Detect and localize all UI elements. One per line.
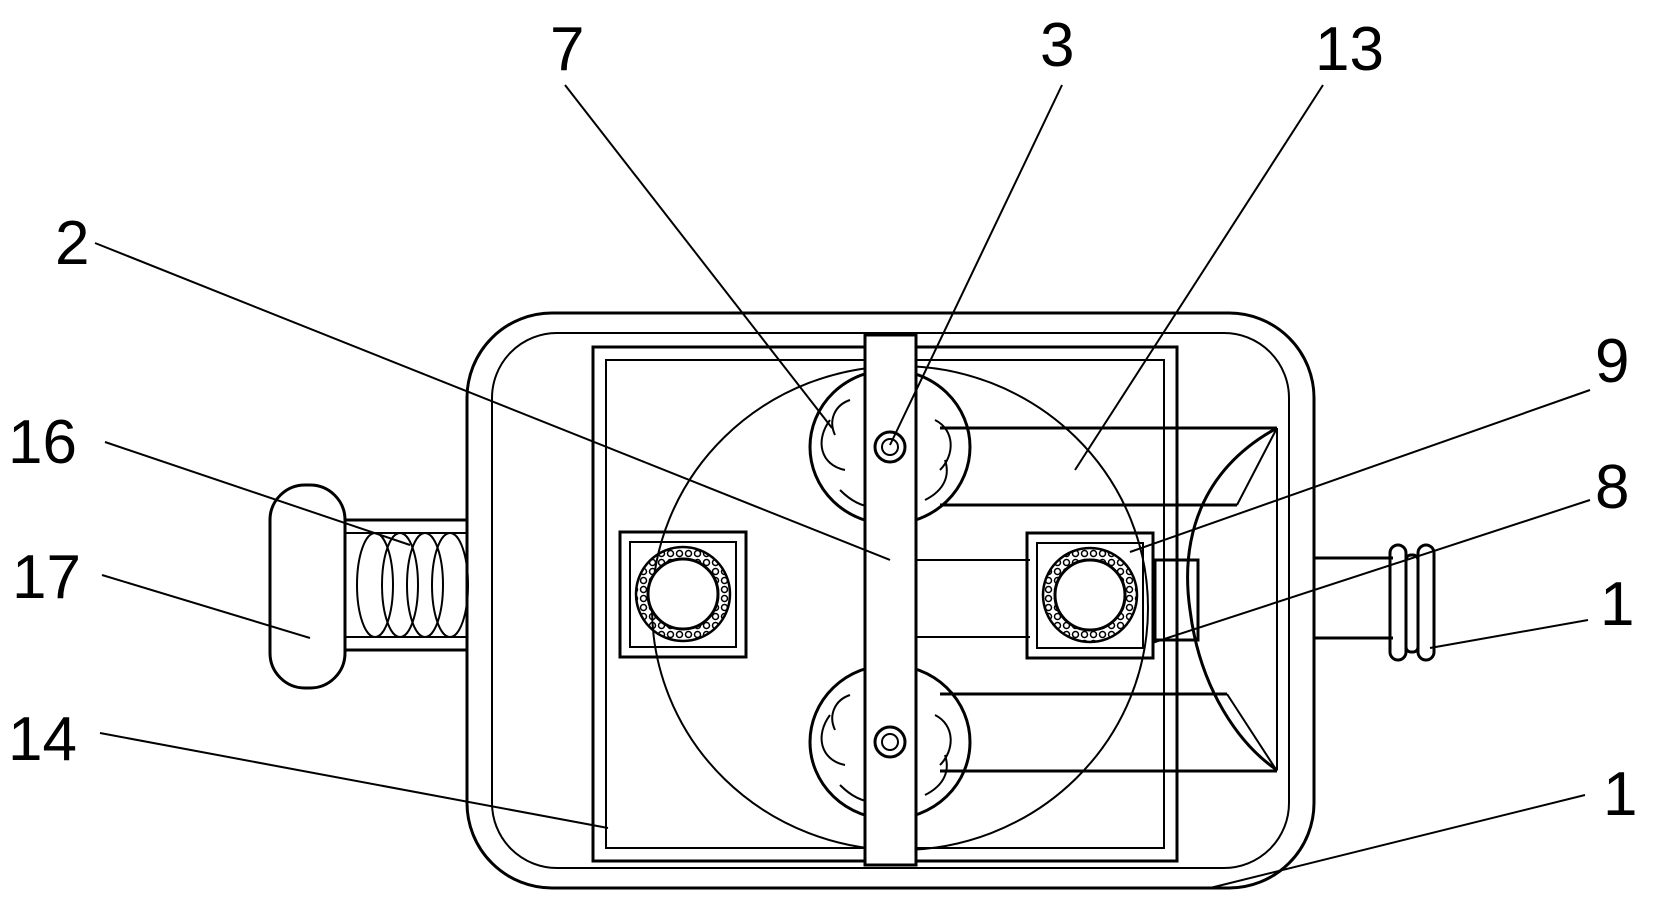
left-bearing [618,530,748,659]
right-arc [1186,426,1278,772]
label-2: 2 [55,209,89,278]
label-1-housing: 1 [1603,760,1637,829]
label-8: 8 [1595,453,1629,522]
upper-arm [940,426,1278,507]
label-14: 14 [8,705,77,774]
label-3: 3 [1040,11,1074,80]
spring-coils [356,532,469,638]
shaft-bolts [873,430,907,759]
right-bearing [1025,531,1155,660]
label-16: 16 [8,408,77,477]
label-13: 13 [1315,15,1384,84]
label-1-outlet: 1 [1600,570,1634,639]
callout-labels: 7 3 13 2 9 16 8 17 1 14 1 [8,11,1637,829]
middle-bar [915,558,1200,642]
right-outlet [1314,543,1436,662]
lower-arm [940,692,1278,773]
left-handle [268,483,469,690]
leader-lines [94,84,1591,889]
label-7: 7 [550,15,584,84]
label-9: 9 [1595,327,1629,396]
label-17: 17 [12,543,81,612]
vertical-shaft [863,333,918,867]
